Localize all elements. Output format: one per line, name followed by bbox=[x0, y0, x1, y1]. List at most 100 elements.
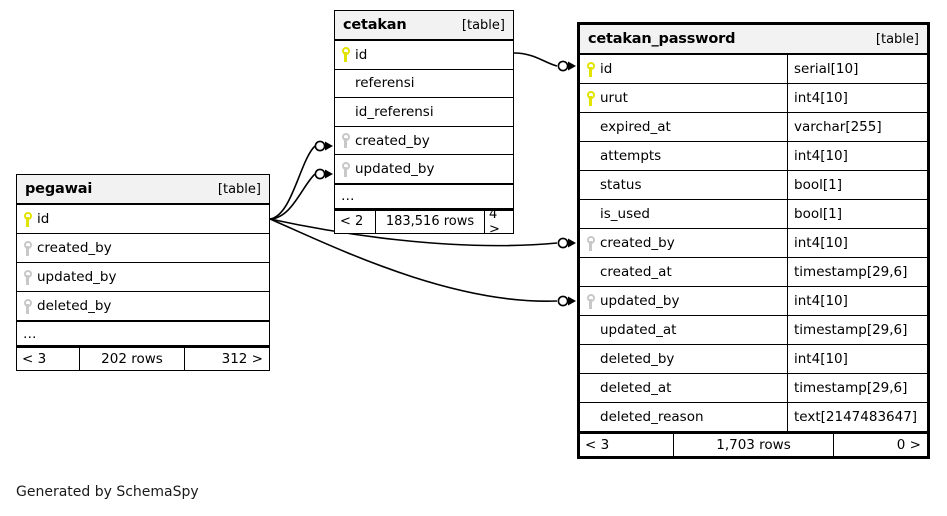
parent-relation-count[interactable]: < 3 bbox=[585, 437, 610, 453]
column-name: id bbox=[37, 211, 50, 227]
table-row[interactable]: is_used bool[1] bbox=[580, 200, 927, 229]
table-row[interactable]: created_at timestamp[29,6] bbox=[580, 258, 927, 287]
column-name-cell: urut bbox=[580, 84, 787, 112]
column-name-cell: is_used bbox=[580, 200, 787, 228]
column-name: created_by bbox=[600, 235, 675, 251]
table-row[interactable]: attempts int4[10] bbox=[580, 142, 927, 171]
column-name-cell: created_at bbox=[580, 258, 787, 286]
column-name: expired_at bbox=[600, 119, 671, 135]
table-pegawai[interactable]: pegawai [table] id created_by updated_by bbox=[16, 174, 270, 371]
column-type: int4[10] bbox=[787, 84, 927, 112]
column-name-cell: id_referensi bbox=[335, 98, 513, 126]
table-row[interactable]: updated_by bbox=[17, 263, 269, 292]
more-columns-indicator[interactable]: … bbox=[335, 183, 513, 209]
column-name: deleted_at bbox=[600, 380, 672, 396]
edge-endpoint-circle bbox=[557, 295, 569, 307]
edge-cetakan-id-to-cetakan-password-id bbox=[513, 52, 558, 67]
foreign-key-icon bbox=[341, 133, 350, 149]
column-name: deleted_reason bbox=[600, 409, 704, 425]
column-name: created_at bbox=[600, 264, 672, 280]
column-name: created_by bbox=[37, 240, 112, 256]
edge-arrowhead bbox=[568, 61, 576, 71]
child-relation-count[interactable]: 0 > bbox=[896, 437, 921, 453]
column-name: id_referensi bbox=[355, 103, 434, 120]
more-columns-indicator[interactable]: … bbox=[17, 321, 269, 346]
primary-key-icon bbox=[23, 211, 32, 227]
table-row[interactable]: status bool[1] bbox=[580, 171, 927, 200]
child-relation-count[interactable]: 4 > bbox=[489, 206, 500, 237]
table-cetakan[interactable]: cetakan [table] id referensi id_referens… bbox=[334, 10, 514, 237]
column-name-cell: id bbox=[335, 41, 513, 69]
table-tag: [table] bbox=[875, 31, 919, 47]
table-row[interactable]: updated_by bbox=[335, 155, 513, 184]
column-name: referensi bbox=[355, 75, 415, 92]
column-name: updated_by bbox=[37, 269, 117, 285]
table-row[interactable]: created_by int4[10] bbox=[580, 229, 927, 258]
edge-pegawai-id-to-cetakan-updated-by bbox=[269, 173, 316, 220]
column-name-cell: updated_by bbox=[17, 263, 269, 291]
child-relation-count[interactable]: 312 > bbox=[221, 351, 263, 367]
column-type: int4[10] bbox=[787, 287, 927, 315]
column-type: int4[10] bbox=[787, 345, 927, 373]
table-header-cetakan: cetakan [table] bbox=[335, 11, 513, 41]
table-row[interactable]: id serial[10] bbox=[580, 55, 927, 84]
table-row[interactable]: referensi bbox=[335, 70, 513, 99]
edge-arrowhead bbox=[568, 238, 576, 248]
table-row[interactable]: expired_at varchar[255] bbox=[580, 113, 927, 142]
table-row[interactable]: id bbox=[335, 41, 513, 70]
column-name: deleted_by bbox=[600, 351, 675, 367]
column-name-cell: id bbox=[17, 205, 269, 233]
column-type: int4[10] bbox=[787, 142, 927, 170]
table-row[interactable]: id_referensi bbox=[335, 98, 513, 127]
table-row[interactable]: deleted_by bbox=[17, 292, 269, 321]
parent-relation-count[interactable]: < 3 bbox=[22, 351, 47, 367]
primary-key-icon bbox=[586, 90, 595, 106]
foreign-key-icon bbox=[341, 161, 350, 177]
row-count: 1,703 rows bbox=[673, 434, 834, 456]
edge-arrowhead bbox=[568, 296, 576, 306]
column-name: attempts bbox=[600, 148, 662, 164]
table-row[interactable]: updated_by int4[10] bbox=[580, 287, 927, 316]
table-row[interactable]: urut int4[10] bbox=[580, 84, 927, 113]
column-name-cell: deleted_by bbox=[580, 345, 787, 373]
column-name: id bbox=[355, 46, 368, 63]
table-footer-cetakan-password: < 3 1,703 rows 0 > bbox=[580, 432, 927, 456]
table-row[interactable]: created_by bbox=[17, 234, 269, 263]
table-header-pegawai: pegawai [table] bbox=[17, 175, 269, 205]
edge-arrowhead bbox=[325, 141, 333, 151]
foreign-key-icon bbox=[23, 298, 32, 314]
table-footer-pegawai: < 3 202 rows 312 > bbox=[17, 346, 269, 370]
column-name-cell: deleted_by bbox=[17, 292, 269, 320]
table-row[interactable]: deleted_reason text[2147483647] bbox=[580, 403, 927, 432]
column-type: timestamp[29,6] bbox=[787, 258, 927, 286]
table-row[interactable]: deleted_at timestamp[29,6] bbox=[580, 374, 927, 403]
column-name-cell: expired_at bbox=[580, 113, 787, 141]
column-name: updated_by bbox=[600, 293, 680, 309]
row-count: 183,516 rows bbox=[375, 210, 485, 233]
column-name: deleted_by bbox=[37, 298, 112, 314]
table-row[interactable]: id bbox=[17, 205, 269, 234]
row-count: 202 rows bbox=[79, 348, 185, 370]
column-type: text[2147483647] bbox=[787, 403, 927, 431]
column-name: updated_at bbox=[600, 322, 677, 338]
edge-pegawai-id-to-cp-created-by bbox=[269, 218, 558, 247]
table-row[interactable]: created_by bbox=[335, 127, 513, 156]
column-name-cell: status bbox=[580, 171, 787, 199]
parent-relation-count[interactable]: < 2 bbox=[340, 214, 364, 230]
column-name-cell: created_by bbox=[335, 127, 513, 155]
table-tag: [table] bbox=[217, 181, 261, 197]
table-row[interactable]: updated_at timestamp[29,6] bbox=[580, 316, 927, 345]
foreign-key-icon bbox=[23, 240, 32, 256]
table-row[interactable]: deleted_by int4[10] bbox=[580, 345, 927, 374]
table-footer-cetakan: < 2 183,516 rows 4 > bbox=[335, 206, 513, 237]
table-name: pegawai bbox=[25, 181, 93, 197]
table-cetakan-password[interactable]: cetakan_password [table] id serial[10] u… bbox=[577, 22, 930, 459]
column-type: serial[10] bbox=[787, 55, 927, 83]
table-header-cetakan-password: cetakan_password [table] bbox=[580, 25, 927, 55]
edge-endpoint-circle bbox=[557, 237, 569, 249]
edge-arrowhead bbox=[325, 169, 333, 179]
column-name: urut bbox=[600, 90, 628, 106]
column-name-cell: attempts bbox=[580, 142, 787, 170]
